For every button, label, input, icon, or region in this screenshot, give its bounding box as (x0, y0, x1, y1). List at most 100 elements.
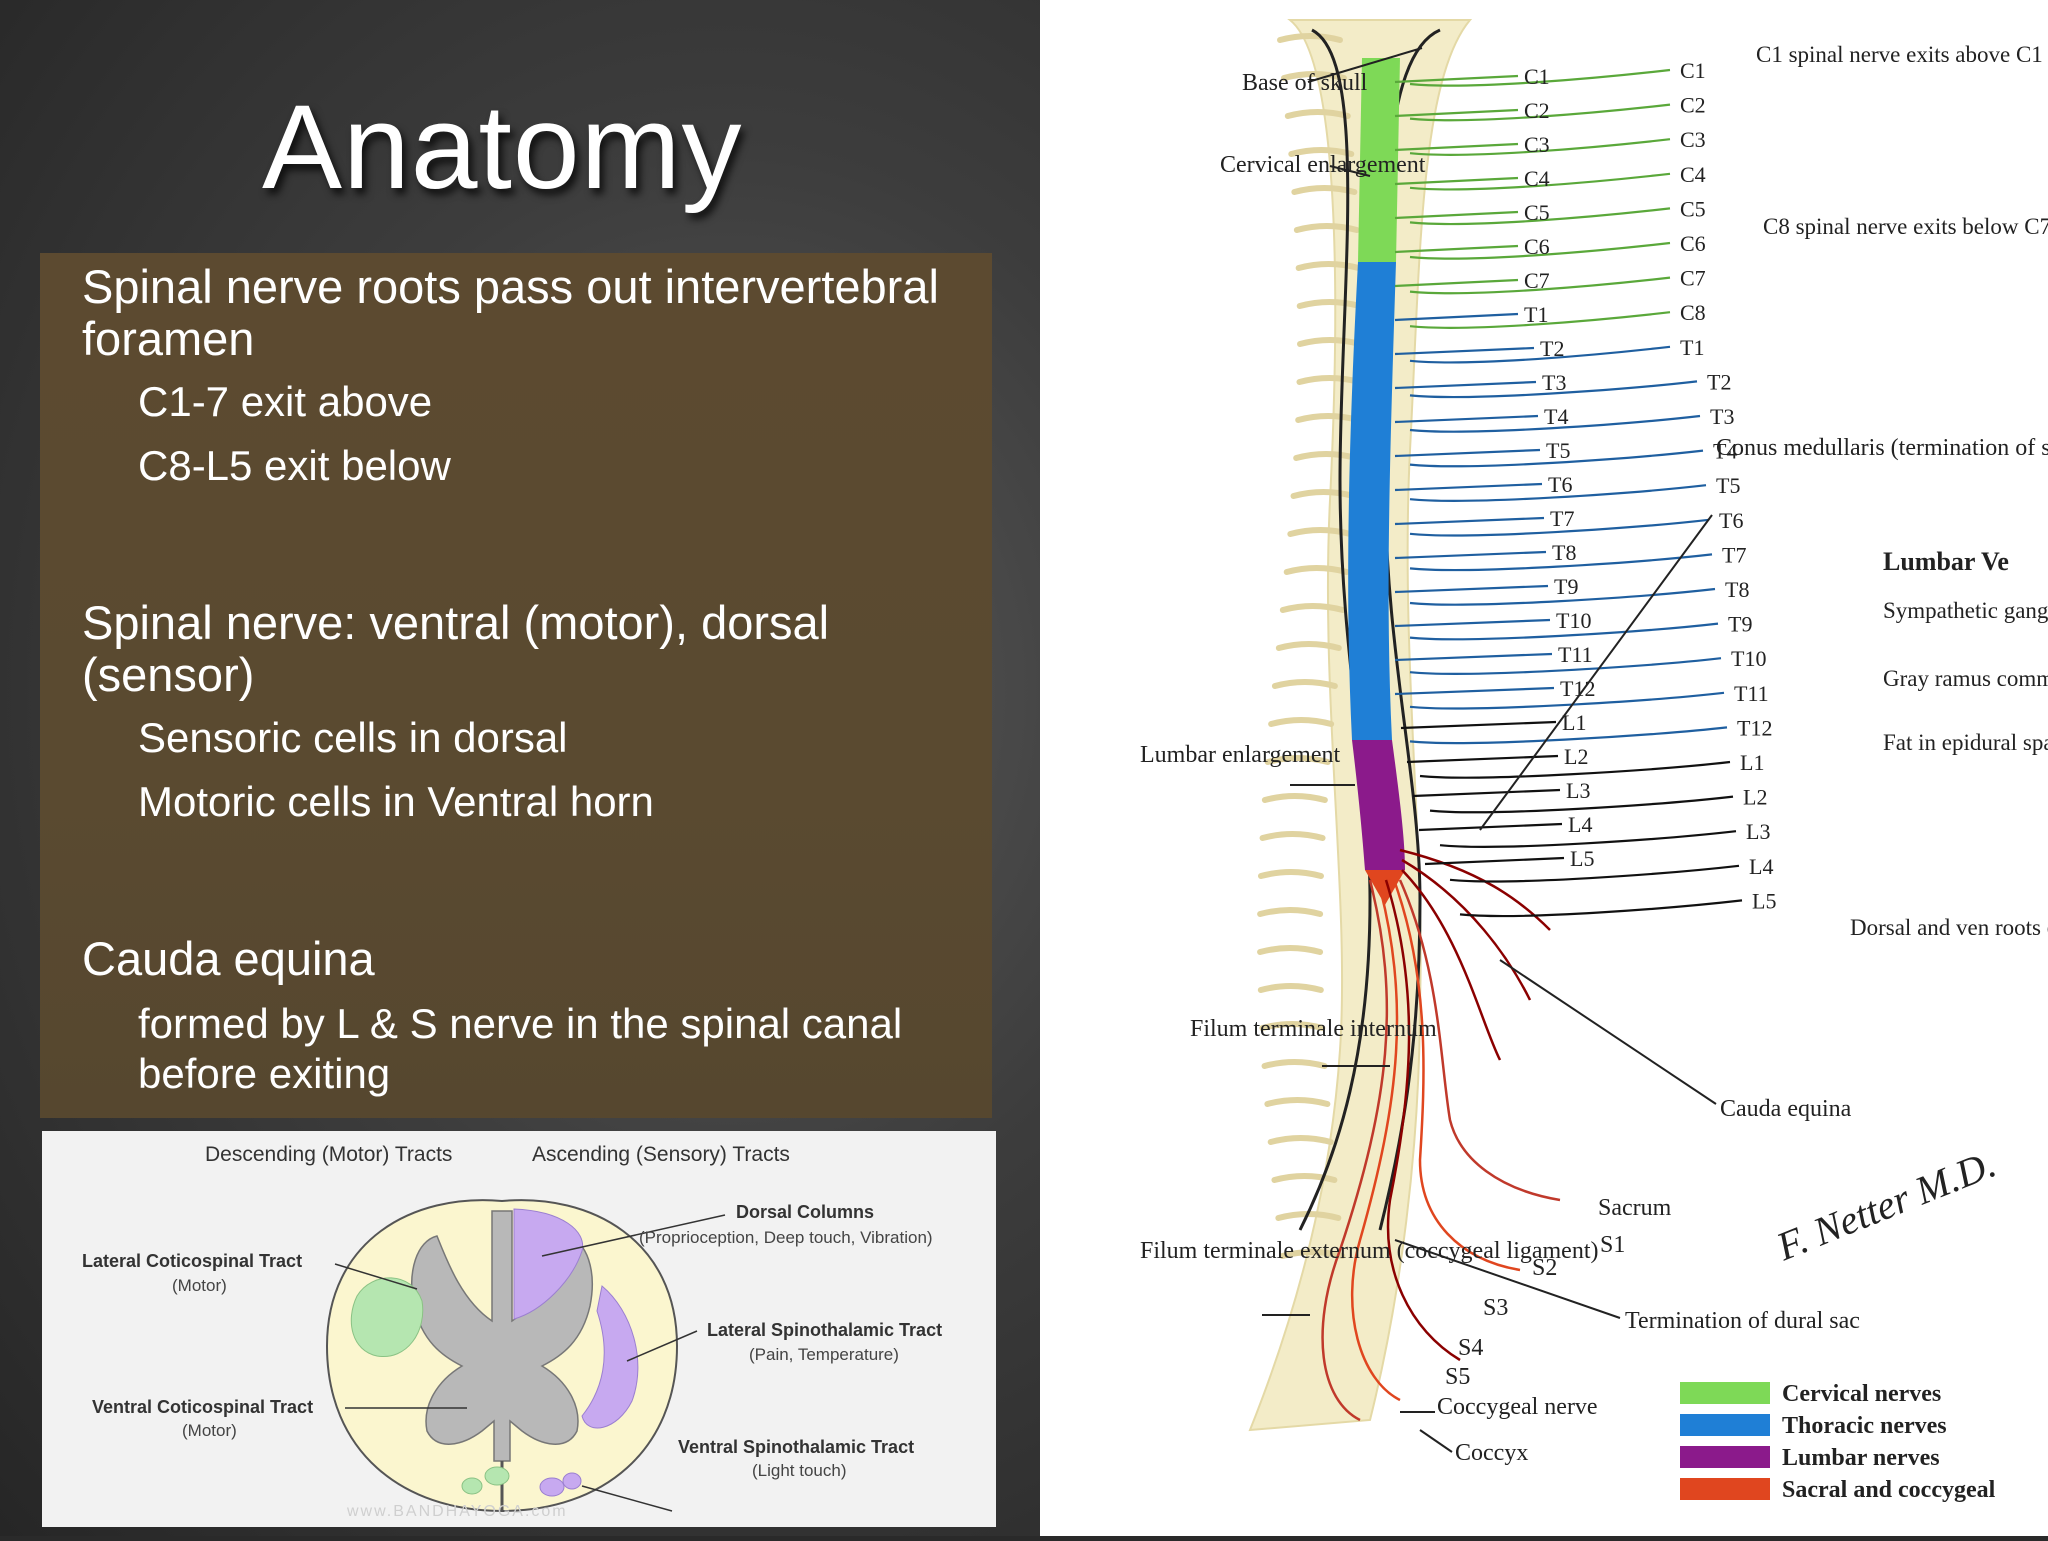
label-ventral-corticospinal: Ventral Coticospinal Tract (92, 1397, 313, 1417)
label-s5: S5 (1445, 1364, 1470, 1390)
note-sympathetic: Sympathetic ganglion (1883, 598, 2048, 623)
nerve-exit-label-c3: C3 (1680, 127, 1706, 152)
cord-level-label-t2: T2 (1540, 336, 1564, 361)
nerve-exit-label-c2: C2 (1680, 93, 1706, 118)
cord-level-label-l2: L2 (1564, 744, 1588, 769)
label-cervical-enlargement: Cervical enlargement (1220, 152, 1426, 178)
nerve-exit-label-t3: T3 (1710, 404, 1734, 429)
tracts-header-right: Ascending (Sensory) Tracts (532, 1143, 790, 1166)
cauda-equina-strands (1321, 848, 1561, 1422)
ventral-corticospinal-region (484, 1466, 510, 1486)
note-conus: Conus medullaris (termination of spinal … (1716, 435, 2048, 461)
note-c1: C1 spinal nerve exits above C1 vertebra (1756, 42, 2048, 67)
nerve-exit-label-l2: L2 (1743, 785, 1767, 810)
nerve-exit-label-c7: C7 (1680, 266, 1706, 291)
label-s4: S4 (1458, 1335, 1483, 1361)
nerve-exit-label-t4: T4 (1713, 439, 1737, 464)
nerve-exit-label-t6: T6 (1719, 508, 1743, 533)
legend-swatch (1680, 1414, 1770, 1436)
label-filum-internum: Filum terminale internum (1190, 1016, 1437, 1042)
legend-swatch (1680, 1478, 1770, 1500)
cord-level-label-c7: C7 (1524, 268, 1550, 293)
label-s1: S1 (1600, 1232, 1625, 1258)
legend-label: Cervical nerves (1782, 1381, 1941, 1407)
content-box: Spinal nerve roots pass out intervertebr… (40, 253, 992, 1118)
cord-level-label-t11: T11 (1558, 642, 1593, 667)
cord-level-label-t5: T5 (1546, 438, 1570, 463)
spinal-tracts-figure: Descending (Motor) Tracts Ascending (Sen… (42, 1131, 996, 1527)
cord-level-label-c6: C6 (1524, 234, 1550, 259)
cord-level-label-t8: T8 (1552, 540, 1576, 565)
lateral-spinothalamic-region (581, 1285, 639, 1429)
watermark: www.BANDHAYOGA.com (346, 1503, 568, 1520)
nerve-exit-label-t11: T11 (1734, 681, 1769, 706)
bullet-cauda-equina: Cauda equina (82, 932, 375, 985)
legend-label: Sacral and coccygeal (1782, 1477, 1996, 1503)
bullet-motoric: Motoric cells in Ventral horn (138, 778, 654, 825)
note-c8: C8 spinal nerve exits below C7 vertebra … (1763, 214, 2048, 239)
bullet-formed-by: formed by L & S nerve in the spinal cana… (138, 1000, 903, 1097)
label-coccygeal-nerve: Coccygeal nerve (1437, 1394, 1598, 1420)
nerve-labels: C1C2C3C4C5C6C7T1T2T3T4T5T6T7T8T9T10T11T1… (1524, 58, 1776, 913)
cord-level-label-c2: C2 (1524, 98, 1550, 123)
label-cauda-equina: Cauda equina (1720, 1096, 1852, 1122)
spinal-nerve-lines (1394, 68, 1743, 918)
netter-signature: F. Netter M.D. (1769, 1141, 2001, 1270)
nerve-exit-label-t10: T10 (1731, 646, 1766, 671)
nerve-exit-label-t7: T7 (1722, 542, 1746, 567)
nerve-exit-label-t2: T2 (1707, 369, 1731, 394)
nerve-exit-label-l5: L5 (1752, 888, 1776, 913)
label-lateral-corticospinal-sub: (Motor) (172, 1276, 227, 1295)
label-sacrum: Sacrum (1598, 1195, 1672, 1221)
ventral-spinothalamic-region (539, 1477, 565, 1497)
note-dorsal-ventral: Dorsal and ven roots of lumbar sacral sp… (1850, 915, 2048, 940)
nerve-exit-label-l4: L4 (1749, 854, 1773, 879)
cord-level-label-t9: T9 (1554, 574, 1578, 599)
slide-title: Anatomy (262, 80, 743, 214)
cord-level-label-l4: L4 (1568, 812, 1592, 837)
bullet-c1-7: C1-7 exit above (138, 378, 433, 425)
nerve-exit-label-c8: C8 (1680, 300, 1706, 325)
nerve-exit-label-t12: T12 (1737, 715, 1772, 740)
tracts-header-left: Descending (Motor) Tracts (205, 1143, 452, 1166)
cord-level-label-l5: L5 (1570, 846, 1594, 871)
label-base-of-skull: Base of skull (1242, 70, 1368, 96)
label-s3: S3 (1483, 1295, 1508, 1321)
label-ventral-corticospinal-sub: (Motor) (182, 1421, 237, 1440)
slide-background: Anatomy Spinal nerve roots pass out inte… (0, 0, 1040, 1536)
legend-swatch (1680, 1382, 1770, 1404)
nerve-exit-label-t8: T8 (1725, 577, 1749, 602)
cord-level-label-t7: T7 (1550, 506, 1574, 531)
nerve-exit-label-t9: T9 (1728, 612, 1752, 637)
nerve-exit-label-c4: C4 (1680, 162, 1706, 187)
cord-thoracic (1348, 262, 1396, 740)
bullet-spinal-nerve: Spinal nerve: ventral (motor), dorsal (s… (82, 596, 830, 701)
nerve-exit-label-t5: T5 (1716, 473, 1740, 498)
nerve-exit-label-l3: L3 (1746, 819, 1770, 844)
nerve-exit-label-c5: C5 (1680, 196, 1706, 221)
cord-lumbar (1352, 740, 1405, 870)
cord-level-label-c1: C1 (1524, 64, 1550, 89)
legend-label: Lumbar nerves (1782, 1445, 1940, 1471)
label-dorsal-columns: Dorsal Columns (736, 1202, 874, 1222)
bullet-sensoric: Sensoric cells in dorsal (138, 714, 568, 761)
cord-level-label-t6: T6 (1548, 472, 1572, 497)
dorsal-columns-region (513, 1208, 584, 1320)
lumbar-vertebra-title: Lumbar Ve (1883, 547, 2009, 576)
label-ventral-spinothalamic: Ventral Spinothalamic Tract (678, 1437, 914, 1457)
label-lumbar-enlargement: Lumbar enlargement (1140, 742, 1340, 768)
label-lateral-spinothalamic-sub: (Pain, Temperature) (749, 1345, 899, 1364)
note-gray-ramus: Gray ramus communican (1883, 666, 2048, 691)
legend-swatch (1680, 1446, 1770, 1468)
label-filum-externum: Filum terminale externum (coccygeal liga… (1140, 1238, 1599, 1264)
legend-label: Thoracic nerves (1782, 1413, 1947, 1439)
cord-level-label-c3: C3 (1524, 132, 1550, 157)
vertebra-ridges (1257, 33, 1363, 1259)
lateral-corticospinal-region (350, 1277, 424, 1357)
label-termination-dural-sac: Termination of dural sac (1625, 1308, 1860, 1334)
label-dorsal-columns-sub: (Proprioception, Deep touch, Vibration) (639, 1228, 933, 1247)
cord-sacral (1365, 870, 1405, 905)
label-ventral-spinothalamic-sub: (Light touch) (752, 1461, 847, 1480)
label-lateral-corticospinal: Lateral Coticospinal Tract (82, 1251, 302, 1271)
